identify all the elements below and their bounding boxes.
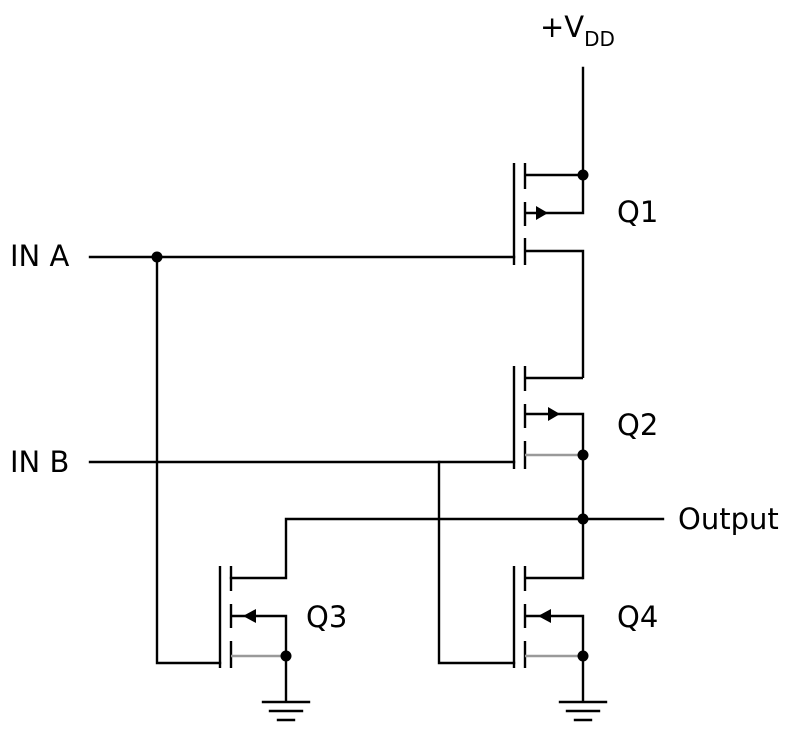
junction-dot — [577, 513, 589, 525]
in-b-label: IN B — [10, 445, 69, 479]
q4-transistor — [512, 566, 585, 702]
output-label: Output — [678, 502, 779, 536]
in-a-to-q3-wire — [155, 255, 222, 665]
junction-dot — [151, 251, 163, 263]
junction-dot — [280, 650, 292, 662]
ground-icon — [261, 700, 311, 722]
q3-label: Q3 — [306, 600, 347, 634]
ground-icon — [558, 700, 608, 722]
q2-label: Q2 — [617, 408, 658, 442]
output-to-q3-wire — [229, 517, 585, 580]
in-a-label: IN A — [10, 239, 69, 273]
q3-transistor — [218, 566, 288, 702]
in-b-to-q4-wire — [437, 460, 516, 665]
junction-dot — [577, 449, 589, 461]
junction-dot — [577, 169, 589, 181]
q4-label: Q4 — [617, 600, 658, 634]
vdd-label: +VDD — [540, 10, 615, 51]
q2-transistor — [512, 366, 585, 469]
junction-dot — [577, 650, 589, 662]
q1-label: Q1 — [617, 195, 658, 229]
q1-transistor — [512, 163, 585, 378]
